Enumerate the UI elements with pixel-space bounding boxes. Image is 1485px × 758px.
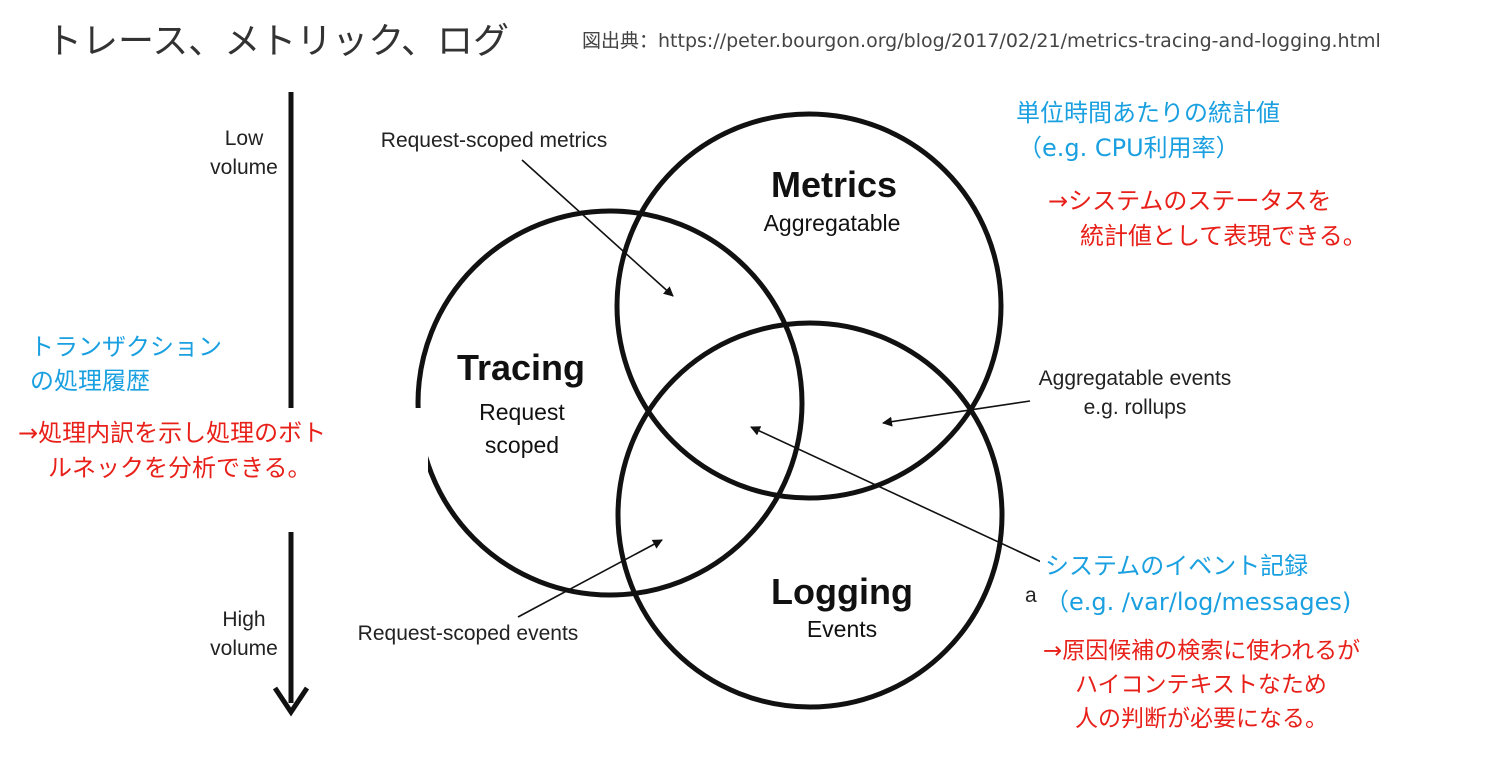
metrics-circle [614,111,1004,501]
arrow-request-scoped-metrics [521,159,674,297]
axis-high-label-2: volume [210,637,278,660]
logging-desc-line-2: （e.g. /var/log/messages) [1045,588,1352,616]
request-scoped-metrics-label: Request-scoped metrics [381,129,607,152]
metrics-desc-line-1: 単位時間あたりの統計値 [1016,99,1280,127]
tracing-desc-line-1: トランザクション [30,333,222,361]
tracing-note-cover [0,408,428,532]
logging-desc-line-1: システムのイベント記録 [1045,552,1309,580]
tracing-circle [415,208,805,598]
tracing-sub-1: Request [479,399,565,425]
logging-note-line-1: →原因候補の検索に使われるが [1043,638,1361,664]
logging-note-line-2: ハイコンテキストなため [1075,672,1327,698]
arrow-request-scoped-events [517,539,663,618]
partial-hidden-char: a [1025,584,1037,607]
metrics-note-line-2: 統計値として表現できる。 [1080,222,1367,250]
page-title: トレース、メトリック、ログ [46,21,509,62]
arrow-center [750,426,1051,567]
volume-axis-arrowhead [272,686,310,717]
arrow-aggregatable-events [882,400,1031,427]
tracing-name: Tracing [457,347,585,388]
axis-low-label-2: volume [210,156,278,179]
axis-high-label-1: High [222,608,265,631]
aggregatable-events-label-2: e.g. rollups [1084,396,1187,419]
source-citation: 図出典：https://peter.bourgon.org/blog/2017/… [582,30,1381,52]
logging-desc-cover [1040,548,1420,580]
tracing-note-line-1: →処理内訳を示し処理のボト [18,419,327,447]
logging-sub: Events [807,616,877,642]
tracing-note-line-2: ルネックを分析できる。 [48,454,312,482]
logging-note-line-3: 人の判断が必要になる。 [1075,706,1328,732]
axis-low-label-1: Low [225,127,264,150]
metrics-name: Metrics [771,164,897,205]
request-scoped-events-label: Request-scoped events [358,622,579,645]
logging-circle [615,320,1005,710]
logging-name: Logging [771,571,913,612]
aggregatable-events-label-1: Aggregatable events [1039,367,1232,390]
tracing-sub-2: scoped [485,432,559,458]
tracing-desc-line-2: の処理履歴 [30,367,150,395]
metrics-desc-line-2: （e.g. CPU利用率） [1018,134,1240,162]
metrics-sub: Aggregatable [764,210,901,236]
metrics-note-line-1: →システムのステータスを [1048,187,1332,215]
